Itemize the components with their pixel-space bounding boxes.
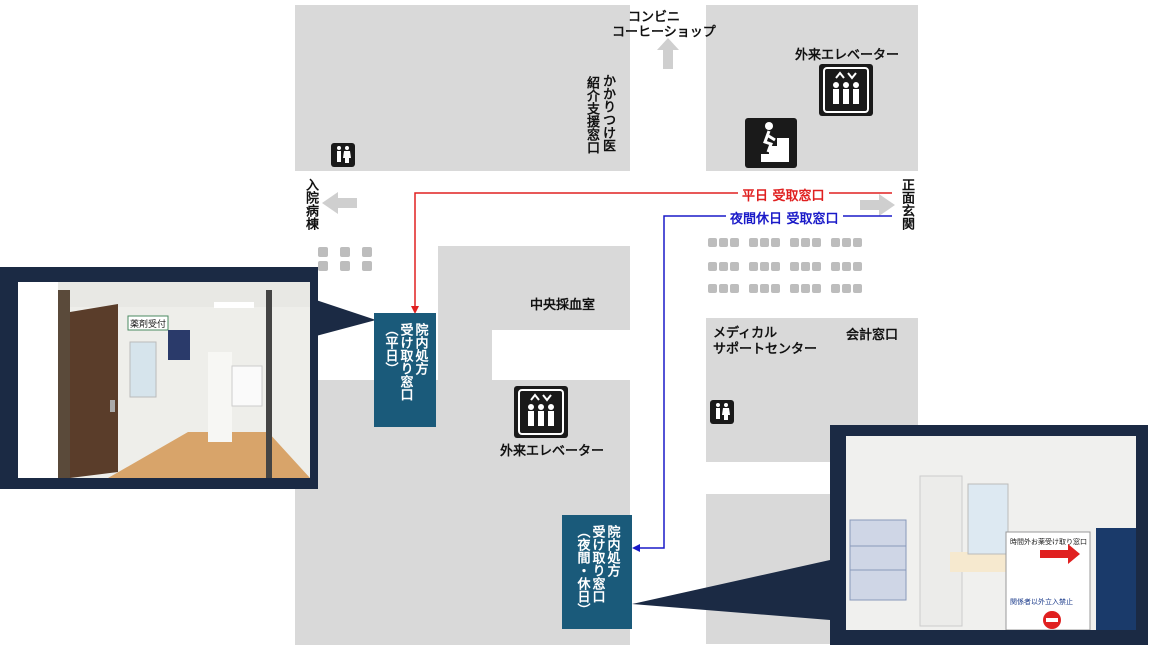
night-route-label: 夜間休日 受取窓口 (726, 208, 843, 227)
seat-icon (812, 238, 821, 247)
elevator-icon (819, 64, 873, 116)
seat-icon (790, 238, 799, 247)
weekday-counter-col1: 院内処方 (412, 323, 428, 375)
seat-icon (812, 284, 821, 293)
stairs-icon (745, 118, 797, 168)
room-center-notch (438, 330, 492, 380)
seat-icon (790, 284, 799, 293)
seat-icon (318, 247, 328, 257)
elevator-icon (514, 386, 568, 438)
night-counter-col1: 院内処方 (604, 525, 620, 577)
seat-icon (853, 284, 862, 293)
seat-icon (760, 284, 769, 293)
seat-icon (842, 284, 851, 293)
seat-icon (801, 284, 810, 293)
family-doctor-label: かかりつけ医 (600, 74, 615, 152)
seat-icon (719, 262, 728, 271)
inpatient-label: 入院病棟 (303, 178, 318, 230)
room-top-right (706, 5, 918, 171)
seat-icon (730, 238, 739, 247)
seat-icon (842, 238, 851, 247)
seat-icon (318, 261, 328, 271)
seat-icon (362, 261, 372, 271)
seat-icon (719, 238, 728, 247)
elevator-mid-label: 外来エレベーター (500, 444, 605, 459)
seat-icon (362, 247, 372, 257)
seat-icon (708, 262, 717, 271)
seat-icon (853, 262, 862, 271)
seat-icon (749, 284, 758, 293)
photo-left: 薬剤受付 (18, 282, 310, 478)
room-blood (438, 246, 630, 330)
seat-icon (790, 262, 799, 271)
seat-icon (340, 261, 350, 271)
seat-icon (749, 238, 758, 247)
seat-icon (340, 247, 350, 257)
weekday-counter-col2: 受け取り窓口 (397, 323, 413, 401)
seat-icon (831, 284, 840, 293)
convenience-label: コンビニ (628, 10, 681, 25)
seat-icon (812, 262, 821, 271)
seat-icon (760, 262, 769, 271)
front-entrance-label: 正面玄関 (899, 178, 914, 230)
seat-icon (801, 262, 810, 271)
support-label-2: サポートセンター (713, 342, 818, 357)
seat-icon (831, 262, 840, 271)
photo-left-sign: 薬剤受付 (130, 318, 166, 330)
accounting-seat-grid (706, 238, 871, 302)
seat-icon (760, 238, 769, 247)
seat-icon (730, 262, 739, 271)
seat-icon (730, 284, 739, 293)
photo-right: 時間外お薬受け取り窓口 関係者以外立入禁止 (846, 436, 1136, 630)
blood-room-label: 中央採血室 (530, 298, 596, 313)
accounting-label: 会計窓口 (846, 328, 899, 343)
elevator-top-label: 外来エレベーター (795, 48, 900, 63)
night-counter-col2: 受け取り窓口 (589, 525, 605, 603)
weekday-route-label: 平日 受取窓口 (738, 185, 829, 204)
seat-icon (771, 262, 780, 271)
coffee-label: コーヒーショップ (612, 25, 716, 40)
seat-icon (749, 262, 758, 271)
seat-icon (801, 238, 810, 247)
seat-icon (708, 238, 717, 247)
seat-icon (771, 284, 780, 293)
arrow-right-icon (860, 194, 895, 216)
restroom-icon (331, 143, 355, 167)
arrow-up-icon (657, 38, 679, 69)
seat-icon (853, 238, 862, 247)
referral-label: 紹介支援窓口 (584, 76, 599, 154)
seat-icon (842, 262, 851, 271)
photo-right-sign-2: 関係者以外立入禁止 (1010, 597, 1073, 606)
seat-icon (771, 238, 780, 247)
photo-right-sign-1: 時間外お薬受け取り窓口 (1010, 537, 1087, 546)
night-counter-col3: （夜間・休日） (574, 525, 590, 616)
night-counter: （夜間・休日） 受け取り窓口 院内処方 (562, 515, 632, 629)
seat-icon (708, 284, 717, 293)
restroom-icon (710, 400, 734, 424)
weekday-counter: （平日） 受け取り窓口 院内処方 (374, 313, 436, 427)
arrow-left-icon (322, 192, 357, 214)
seat-icon (831, 238, 840, 247)
weekday-counter-col3: （平日） (382, 323, 398, 375)
seat-icon (719, 284, 728, 293)
